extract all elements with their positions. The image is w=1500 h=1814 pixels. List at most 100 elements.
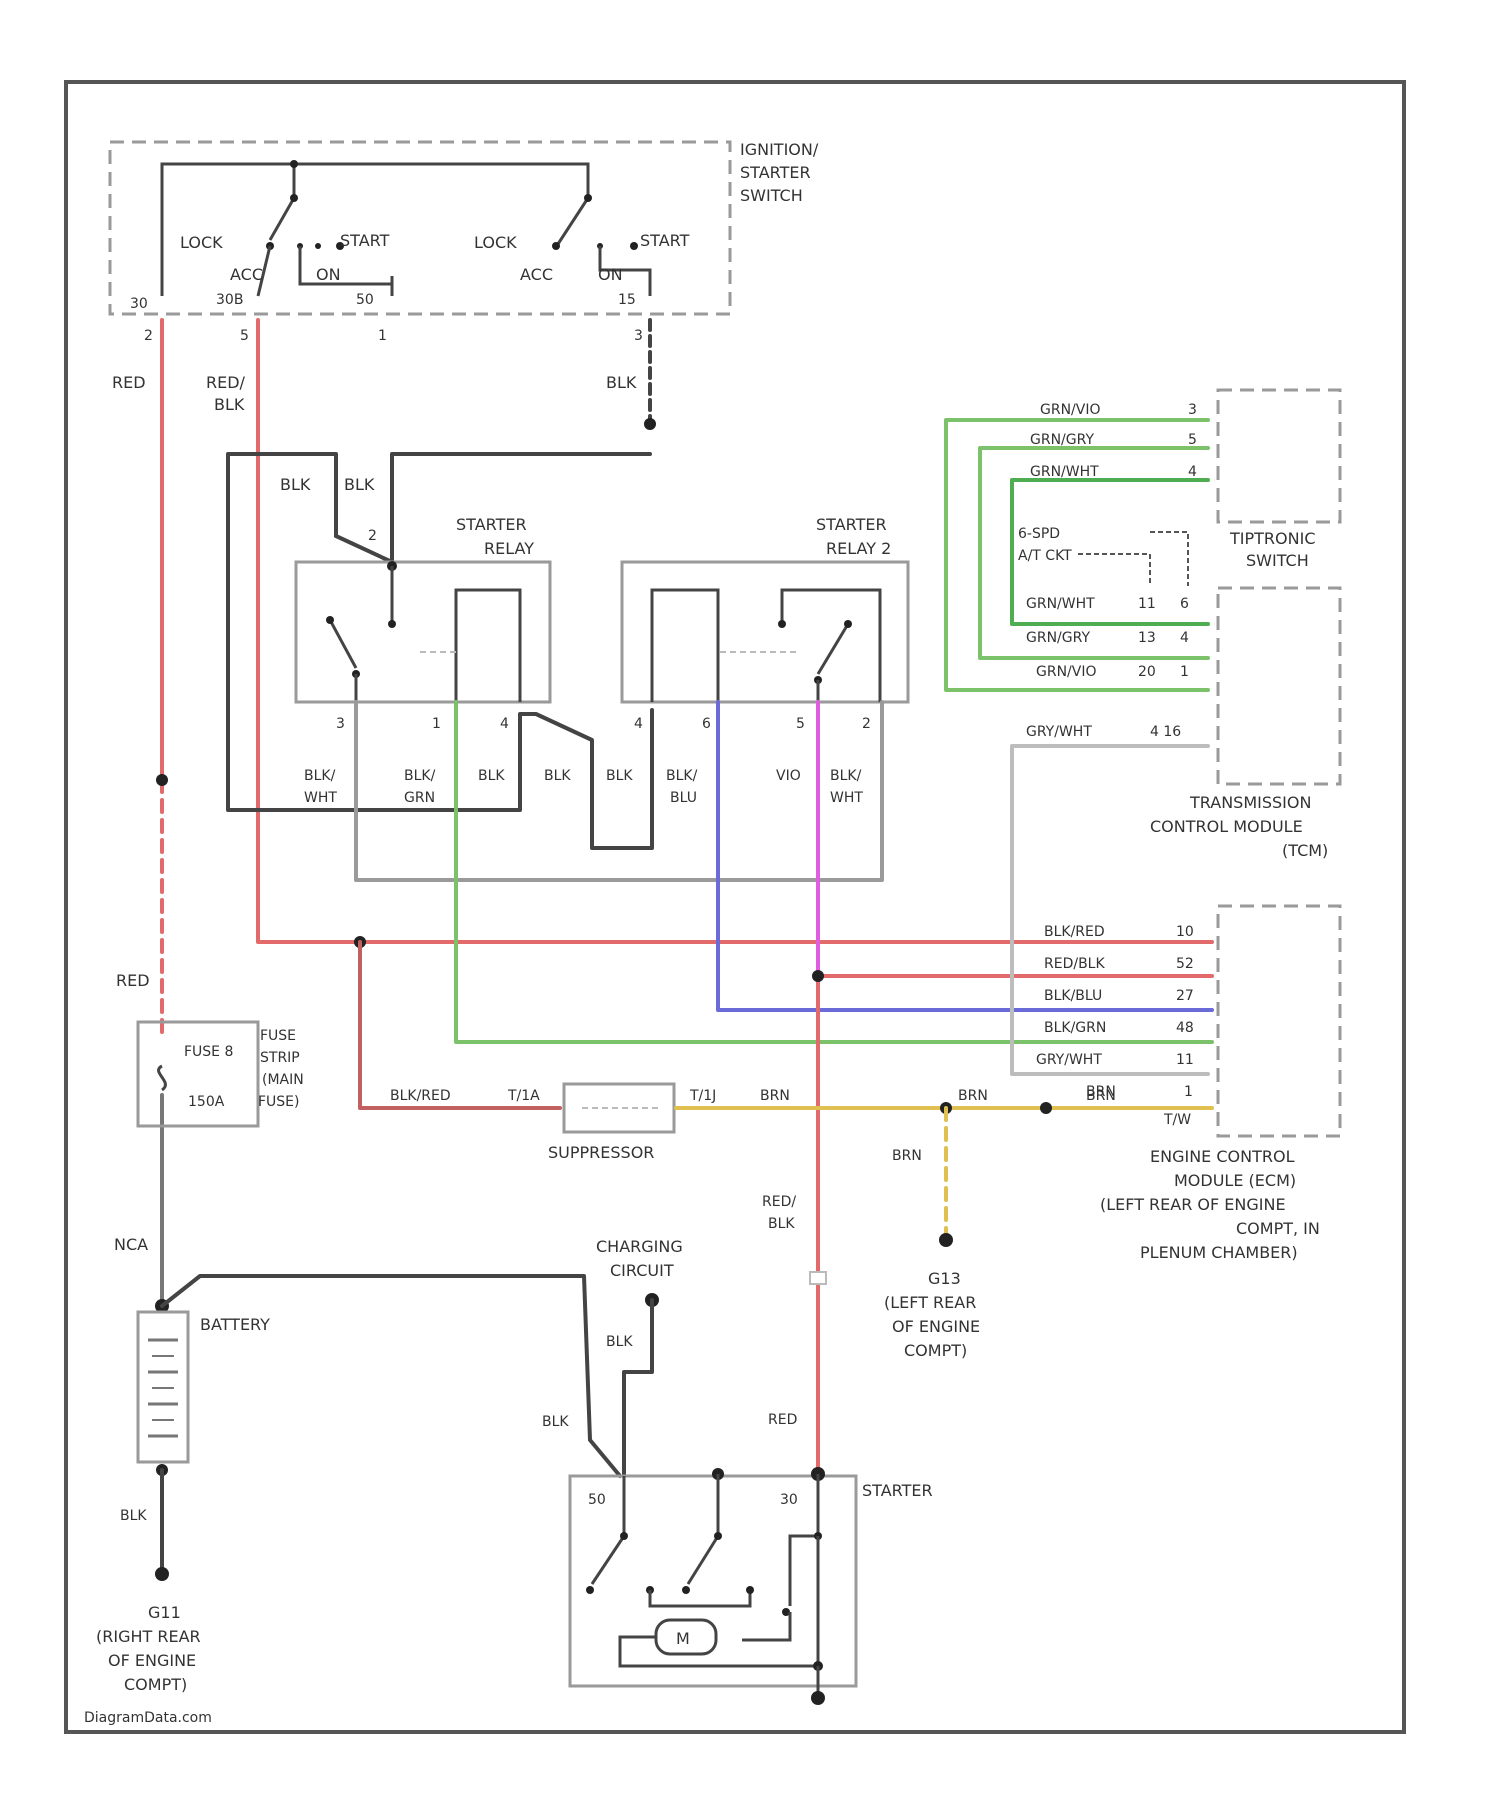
diagram-frame xyxy=(66,82,1404,1732)
label-red-blk-1a: RED/ xyxy=(206,373,246,392)
ecm-title-4: COMPT, IN xyxy=(1236,1219,1320,1238)
g13-name: G13 xyxy=(928,1269,961,1288)
ignition-pin-3: 3 xyxy=(634,328,643,344)
wire-battery-to-starter xyxy=(162,1276,620,1476)
ecm-title-3: (LEFT REAR OF ENGINE xyxy=(1100,1195,1286,1214)
tcm-title-2: CONTROL MODULE xyxy=(1150,817,1303,836)
ignition-on-label-2: ON xyxy=(598,265,623,284)
starter-relay2-pin-b: 6 xyxy=(702,716,711,732)
tcm-title-3: (TCM) xyxy=(1282,841,1328,860)
tiptronic-switch: TIPTRONIC SWITCH xyxy=(1218,390,1340,570)
g11-name: G11 xyxy=(148,1603,181,1622)
tiptronic-title-1: TIPTRONIC xyxy=(1229,529,1315,548)
tiptronic-pin-1: 3 xyxy=(1188,402,1197,418)
relay-wire-label-4: BLK xyxy=(544,768,571,784)
g11-desc-3: COMPT) xyxy=(124,1675,187,1694)
ignition-title-1: IGNITION/ xyxy=(740,140,819,159)
ignition-lock-label-1: LOCK xyxy=(180,233,223,252)
tiptronic-pin-2: 5 xyxy=(1188,432,1197,448)
label-brn-2: BRN xyxy=(958,1088,988,1104)
fuse-title-4: FUSE) xyxy=(258,1094,300,1110)
ignition-title-3: SWITCH xyxy=(740,186,803,205)
relay-wire-label-8b: WHT xyxy=(830,790,863,806)
starter-relay2-pin-a: 4 xyxy=(634,716,643,732)
tiptronic-wire-3: GRN/WHT xyxy=(1030,464,1099,480)
tcm-pin-1a: 11 xyxy=(1138,596,1156,612)
tcm-pin-2a: 13 xyxy=(1138,630,1156,646)
ecm-wire-2: RED/BLK xyxy=(1044,956,1105,972)
tcm-wire-2: GRN/GRY xyxy=(1026,630,1090,646)
tcm-title-1: TRANSMISSION xyxy=(1189,793,1311,812)
tcm-note-2: A/T CKT xyxy=(1018,548,1072,564)
tiptronic-pin-3: 4 xyxy=(1188,464,1197,480)
relay-wire-label-5: BLK xyxy=(606,768,633,784)
starter-relay-title-1: STARTER xyxy=(456,515,527,534)
label-nca: NCA xyxy=(114,1235,148,1254)
tiptronic-wire-1: GRN/VIO xyxy=(1040,402,1101,418)
ecm-title-2: MODULE (ECM) xyxy=(1174,1171,1296,1190)
tcm-pin-3a: 20 xyxy=(1138,664,1156,680)
battery-label: BATTERY xyxy=(200,1315,270,1334)
label-blk-a: BLK xyxy=(280,475,311,494)
label-red-blk-2a: RED/ xyxy=(762,1194,796,1210)
charging-line-2: CIRCUIT xyxy=(610,1261,674,1280)
label-t1j: T/1J xyxy=(689,1088,716,1104)
ecm-wire-1: BLK/RED xyxy=(1044,924,1105,940)
ignition-acc-label-1: ACC xyxy=(230,265,263,284)
ignition-terminal-15: 15 xyxy=(618,292,636,308)
fuse-name: FUSE 8 xyxy=(184,1044,233,1060)
fuse-rating: 150A xyxy=(188,1094,225,1110)
relay-wire-label-3: BLK xyxy=(478,768,505,784)
tcm-gry-wire: GRY/WHT xyxy=(1026,724,1092,740)
suppressor: SUPPRESSOR xyxy=(548,1084,674,1162)
engine-control-module: BLK/RED 10 RED/BLK 52 BLK/BLU 27 BLK/GRN… xyxy=(1036,906,1340,1262)
ecm-wire-3: BLK/BLU xyxy=(1044,988,1102,1004)
starter-terminal-30: 30 xyxy=(780,1492,798,1508)
label-red-1: RED xyxy=(112,373,146,392)
label-blk-charging: BLK xyxy=(606,1334,633,1350)
ignition-start-label-1: START xyxy=(340,231,390,250)
label-blk-ignition: BLK xyxy=(606,373,637,392)
tcm-wire-1: GRN/WHT xyxy=(1026,596,1095,612)
ignition-acc-label-2: ACC xyxy=(520,265,553,284)
starter-relay2-pin-c: 5 xyxy=(796,716,805,732)
wire-blk-relay-top xyxy=(336,536,392,562)
g13-desc-1: (LEFT REAR xyxy=(884,1293,976,1312)
starter: STARTER 50 30 M xyxy=(570,1467,933,1705)
ignition-terminal-50: 50 xyxy=(356,292,374,308)
charging-line-1: CHARGING xyxy=(596,1237,683,1256)
ecm-title-1: ENGINE CONTROL xyxy=(1150,1147,1295,1166)
starter-relay-pin-a: 3 xyxy=(336,716,345,732)
label-blk-b: BLK xyxy=(344,475,375,494)
tiptronic-wire-2: GRN/GRY xyxy=(1030,432,1094,448)
relay-wire-label-7: VIO xyxy=(776,768,801,784)
fuse-title-1: FUSE xyxy=(260,1028,296,1044)
ignition-start-label-2: START xyxy=(640,231,690,250)
relay-wire-label-1b: WHT xyxy=(304,790,337,806)
starter-relay2-title-2: RELAY 2 xyxy=(826,539,891,558)
relay-wire-label-6b: BLU xyxy=(670,790,697,806)
relay-wire-label-1a: BLK/ xyxy=(304,768,336,784)
label-red-blk-2b: BLK xyxy=(768,1216,795,1232)
fuse-title-3: (MAIN xyxy=(262,1072,304,1088)
wire-blk-blu xyxy=(718,702,1212,1010)
g11-desc-2: OF ENGINE xyxy=(108,1651,196,1670)
label-red-3: RED xyxy=(768,1412,797,1428)
tcm-pin-2b: 4 xyxy=(1180,630,1189,646)
transmission-control-module: 6-SPD A/T CKT GRN/WHT 11 6 GRN/GRY 13 4 … xyxy=(1018,526,1340,860)
g11-desc-1: (RIGHT REAR xyxy=(96,1627,201,1646)
ecm-pin-5: 11 xyxy=(1176,1052,1194,1068)
tcm-pin-3b: 1 xyxy=(1180,664,1189,680)
starter-relay-pin-2: 2 xyxy=(368,528,377,544)
label-blk-starter: BLK xyxy=(542,1414,569,1430)
ecm-pin-3: 27 xyxy=(1176,988,1194,1004)
ignition-starter-switch: IGNITION/ STARTER SWITCH LOCK START LOCK… xyxy=(110,140,819,344)
label-red-2: RED xyxy=(116,971,150,990)
ignition-pin-5: 5 xyxy=(240,328,249,344)
ignition-pin-1: 1 xyxy=(378,328,387,344)
ecm-title-5: PLENUM CHAMBER) xyxy=(1140,1243,1298,1262)
label-brn-4: BRN xyxy=(892,1148,922,1164)
tcm-pin-1b: 6 xyxy=(1180,596,1189,612)
starter-title: STARTER xyxy=(862,1481,933,1500)
